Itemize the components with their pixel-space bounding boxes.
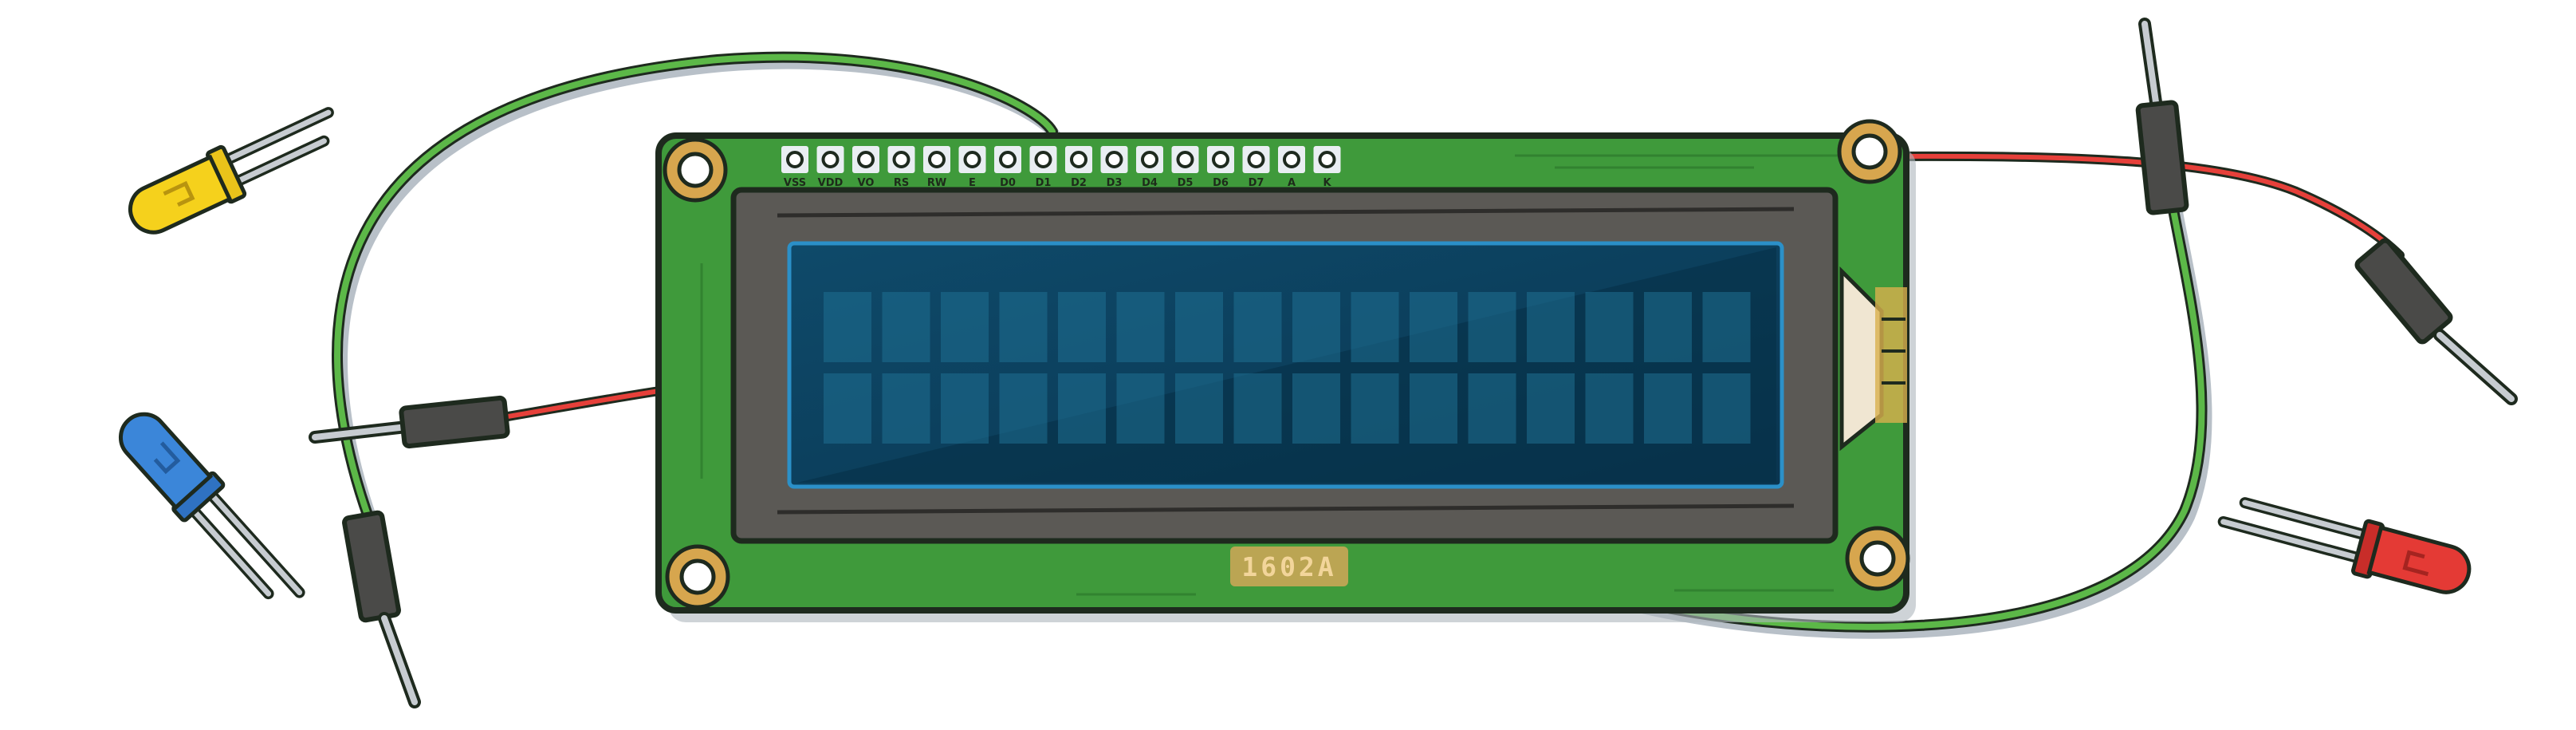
lcd-module: VSS VDD VO RS RW E D0 D1 D2 D3 D4 D5 D6 D7 A K 1602A (655, 119, 1916, 622)
pin-hole (1141, 151, 1158, 168)
char-cell (1527, 373, 1575, 444)
pin-label-d0: D0 (1000, 177, 1016, 189)
char-cell (999, 292, 1048, 362)
pin-label-d1: D1 (1036, 177, 1052, 189)
model-label: 1602A (1241, 551, 1336, 582)
pin-label-d6: D6 (1213, 177, 1229, 189)
pin-hole (1212, 151, 1229, 168)
pin-hole (821, 151, 840, 168)
pin-label-rs: RS (894, 177, 909, 189)
char-cell (1116, 292, 1165, 362)
jumper-connectors (309, 18, 2518, 708)
red-led (2217, 497, 2472, 594)
pin-hole (1176, 151, 1194, 168)
char-cell (824, 373, 871, 444)
pin-hole (1283, 151, 1300, 168)
char-cell (1585, 373, 1634, 444)
model-label-plate (1230, 547, 1348, 586)
pin-label-d4: D4 (1142, 177, 1158, 189)
char-cell (1468, 373, 1516, 444)
char-cell (1702, 373, 1751, 444)
pin-label-rw: RW (927, 177, 946, 189)
char-cell (1410, 292, 1457, 362)
pin-header: VSS VDD VO RS RW E D0 D1 D2 D3 D4 D5 D6 D7 A K (781, 146, 1341, 189)
char-cell (1410, 373, 1457, 444)
char-cell (999, 373, 1048, 444)
pin-hole (999, 151, 1017, 168)
pin-hole (1247, 151, 1265, 168)
pin-hole (857, 151, 875, 168)
mounting-holes (663, 119, 1910, 610)
char-cell (1351, 373, 1399, 444)
char-cell (882, 292, 930, 362)
pin-hole (1318, 151, 1336, 168)
char-cell (1585, 292, 1634, 362)
pin-label-d3: D3 (1107, 177, 1123, 189)
char-cell (1116, 373, 1165, 444)
char-cell (824, 292, 871, 362)
backlight-connector (1839, 266, 1907, 452)
pin-hole (892, 151, 910, 168)
pin-hole (1070, 151, 1087, 168)
char-cell (1058, 292, 1106, 362)
char-cell (941, 373, 989, 444)
char-cell (1292, 373, 1340, 444)
char-cell (882, 373, 930, 444)
pin-label-vdd: VDD (818, 177, 844, 189)
yellow-led (128, 107, 334, 235)
pin-label-d2: D2 (1071, 177, 1087, 189)
char-cell (1468, 292, 1516, 362)
pin-label-k: K (1323, 177, 1331, 189)
char-cell (1644, 292, 1692, 362)
char-cell (941, 292, 989, 362)
pin-label-d5: D5 (1178, 177, 1194, 189)
pin-hole (928, 151, 946, 168)
pin-label-e: E (969, 177, 976, 189)
char-cell (1351, 292, 1399, 362)
char-cell (1702, 292, 1751, 362)
char-cell (1644, 373, 1692, 444)
character-grid (824, 292, 1751, 444)
char-cell (1292, 292, 1340, 362)
char-cell (1527, 292, 1575, 362)
char-cell (1058, 373, 1106, 444)
char-cell (1175, 373, 1223, 444)
pin-hole (963, 151, 981, 168)
pin-label-d7: D7 (1249, 177, 1264, 189)
char-cell (1175, 292, 1223, 362)
pin-hole (1105, 151, 1123, 168)
pin-label-vo: VO (858, 177, 875, 189)
pin-label-a: A (1288, 177, 1296, 189)
char-cell (1233, 373, 1282, 444)
blue-led (118, 412, 305, 600)
pin-label-vss: VSS (784, 177, 806, 189)
pin-hole (786, 151, 804, 168)
char-cell (1233, 292, 1282, 362)
pin-hole (1034, 151, 1052, 168)
